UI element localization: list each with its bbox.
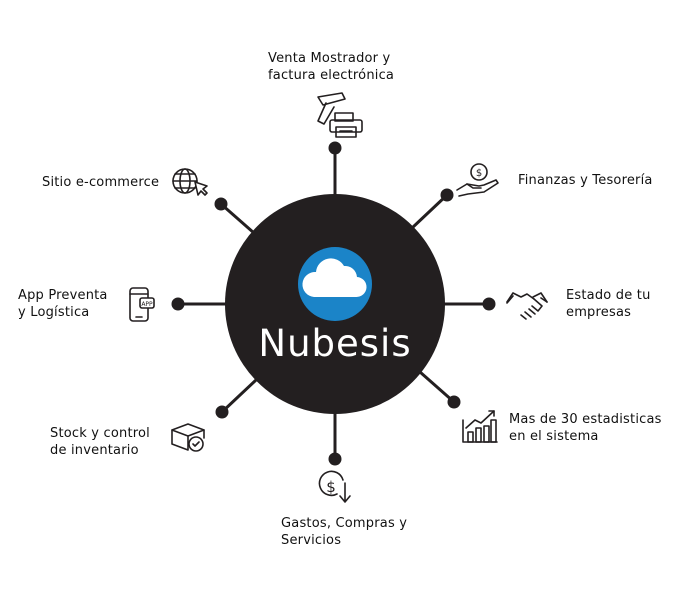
spoke-estadisticas (419, 370, 461, 409)
spoke-stock (215, 378, 258, 419)
module-label-stock: Stock y control de inventario (50, 426, 150, 458)
module-label-estadisticas: Mas de 30 estadisticas en el sistema (509, 412, 662, 444)
handshake-icon (506, 292, 548, 320)
cloud-logo-icon (298, 247, 372, 321)
svg-text:$: $ (476, 168, 482, 179)
spoke-ecommerce (214, 197, 255, 235)
spoke-app (171, 297, 229, 311)
svg-text:APP: APP (141, 301, 153, 308)
globe-cursor-icon (172, 168, 208, 196)
spoke-venta (328, 141, 342, 197)
svg-text:$: $ (326, 478, 336, 496)
dollar-down-arrow-icon: $ (318, 470, 351, 503)
spoke-finanzas (410, 188, 454, 230)
spoke-estado (440, 297, 496, 311)
module-label-venta: Venta Mostrador y factura electrónica (268, 51, 395, 83)
module-label-app: App Preventa y Logística (18, 288, 108, 320)
barcode-scanner-printer-icon (317, 92, 363, 138)
module-label-ecommerce: Sitio e-commerce (42, 175, 160, 190)
module-label-estado: Estado de tu empresas (566, 288, 651, 320)
brand-title: Nubesis (258, 322, 412, 365)
mobile-app-icon: APP (129, 287, 155, 322)
hand-coin-icon: $ (456, 163, 499, 197)
box-check-icon (171, 423, 205, 452)
bar-chart-growth-icon (462, 410, 498, 443)
module-label-finanzas: Finanzas y Tesorería (518, 173, 653, 188)
spoke-gastos (328, 412, 342, 466)
module-label-gastos: Gastos, Compras y Servicios (281, 516, 408, 548)
